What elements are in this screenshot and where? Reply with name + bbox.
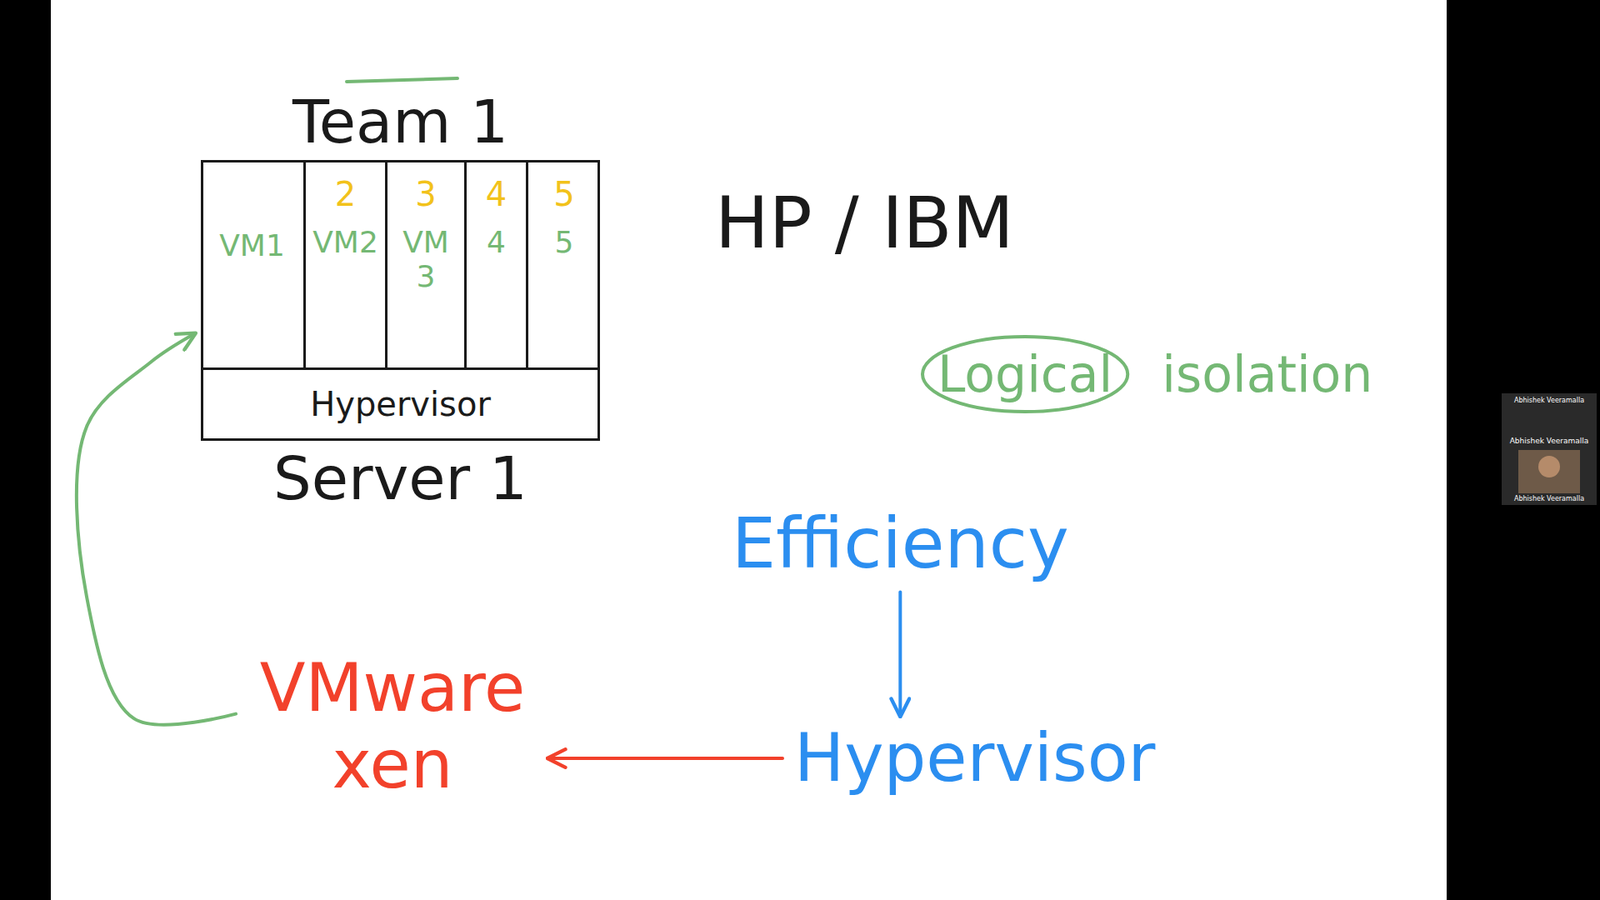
node-text: Efficiency — [731, 503, 1070, 585]
green-overline — [346, 78, 458, 82]
node-text: Team 1 — [200, 87, 600, 157]
connector-arrow — [898, 592, 902, 715]
blue-note: Hypervisor — [787, 716, 1162, 800]
hypervisor-band: Hypervisor — [200, 367, 600, 441]
node-text: Hypervisor — [200, 370, 600, 439]
connector-arrow — [549, 756, 783, 760]
connector-arrow — [76, 334, 236, 725]
node-text: Logical isolation — [937, 345, 1373, 404]
blue-note: Efficiency — [725, 500, 1076, 588]
node-text: 5 — [530, 225, 598, 260]
presenter-name: Abhishek Veeramalla — [1501, 396, 1597, 405]
node-text: 4 — [469, 225, 524, 260]
vendor-note: HP / IBM — [715, 181, 1065, 265]
node-text: Server 1 — [200, 444, 600, 514]
node-text: VMware xen — [249, 650, 536, 804]
vm-column: 2VM2 — [303, 160, 385, 368]
vm-column: 3 VM 3 — [385, 160, 465, 368]
node-text: 3 — [390, 175, 462, 214]
red-note: VMware xen — [242, 646, 543, 807]
node-text: 5 — [530, 175, 598, 214]
circled-note: Logical isolation — [920, 337, 1390, 412]
node-text: VM 3 — [390, 225, 462, 295]
vm-column: 55 — [525, 160, 600, 368]
left-black-bar — [0, 0, 51, 900]
node-text: 2 — [308, 175, 383, 214]
presenter-name: Abhishek Veeramalla — [1501, 495, 1597, 503]
node-text: Hypervisor — [794, 720, 1155, 797]
presenter-name: Abhishek Veeramalla — [1501, 436, 1597, 445]
webcam-face — [1538, 455, 1560, 478]
vm-column: VM1 — [200, 160, 304, 368]
server-box: Team 1Server 1VM12VM23VM 34455Hypervisor — [200, 87, 600, 514]
webcam-thumbnail — [1501, 393, 1597, 505]
webcam-picture — [1518, 450, 1580, 494]
node-text: VM1 — [203, 228, 301, 263]
node-text: 4 — [469, 175, 524, 214]
vm-column: 44 — [464, 160, 526, 368]
right-black-bar — [1446, 0, 1600, 900]
node-text: VM2 — [308, 225, 383, 260]
